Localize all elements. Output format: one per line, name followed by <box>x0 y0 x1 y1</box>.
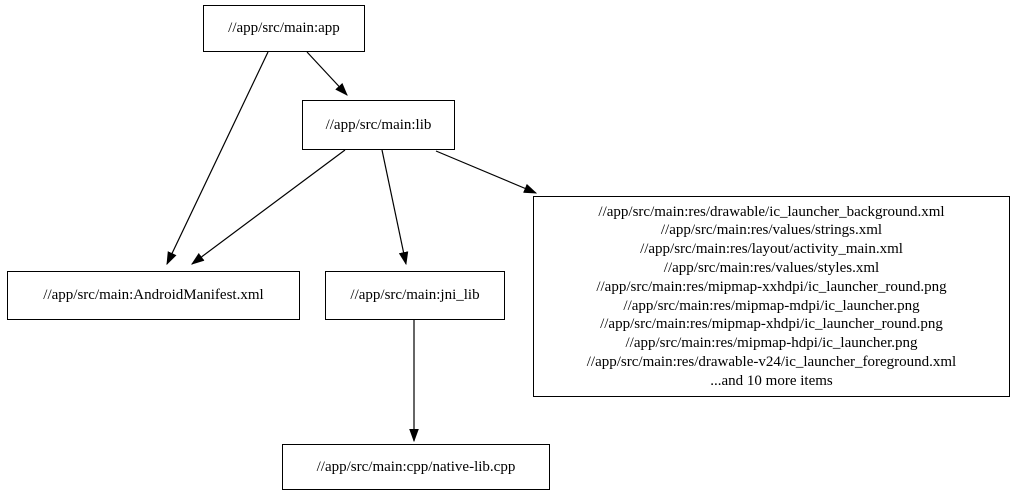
res-item: //app/src/main:res/mipmap-mdpi/ic_launch… <box>623 297 920 314</box>
node-android-manifest: //app/src/main:AndroidManifest.xml <box>7 271 300 320</box>
res-item: //app/src/main:res/mipmap-xhdpi/ic_launc… <box>600 316 943 333</box>
res-item: //app/src/main:res/drawable-v24/ic_launc… <box>586 353 957 370</box>
edge-lib-to-res-group <box>435 150 538 194</box>
res-item: //app/src/main:res/values/strings.xml <box>660 222 883 239</box>
edge-app-to-lib <box>306 51 348 96</box>
node-res-group: //app/src/main:res/drawable/ic_launcher_… <box>533 196 1010 397</box>
node-app-target: //app/src/main:app <box>203 5 365 52</box>
node-jni-lib: //app/src/main:jni_lib <box>325 271 505 320</box>
node-app-label: //app/src/main:app <box>228 20 340 36</box>
edge-lib-to-jni-lib <box>381 149 409 266</box>
node-lib-label: //app/src/main:lib <box>325 116 432 133</box>
res-item: //app/src/main:res/mipmap-xxhdpi/ic_laun… <box>596 278 947 295</box>
edge-app-to-manifest <box>166 51 269 266</box>
node-android-manifest-label: //app/src/main:AndroidManifest.xml <box>43 287 264 303</box>
edge-lib-to-manifest <box>191 149 346 265</box>
res-item: //app/src/main:res/drawable/ic_launcher_… <box>598 203 945 220</box>
node-jni-lib-label: //app/src/main:jni_lib <box>350 287 480 303</box>
node-native-cpp-label: //app/src/main:cpp/native-lib.cpp <box>316 458 516 475</box>
node-native-cpp: //app/src/main:cpp/native-lib.cpp <box>282 444 550 490</box>
res-item: //app/src/main:res/layout/activity_main.… <box>640 241 903 258</box>
res-item: //app/src/main:res/mipmap-hdpi/ic_launch… <box>625 335 918 352</box>
res-item: //app/src/main:res/values/styles.xml <box>663 259 880 276</box>
node-lib-target: //app/src/main:lib <box>302 100 455 150</box>
res-more-items: ...and 10 more items <box>710 372 833 389</box>
